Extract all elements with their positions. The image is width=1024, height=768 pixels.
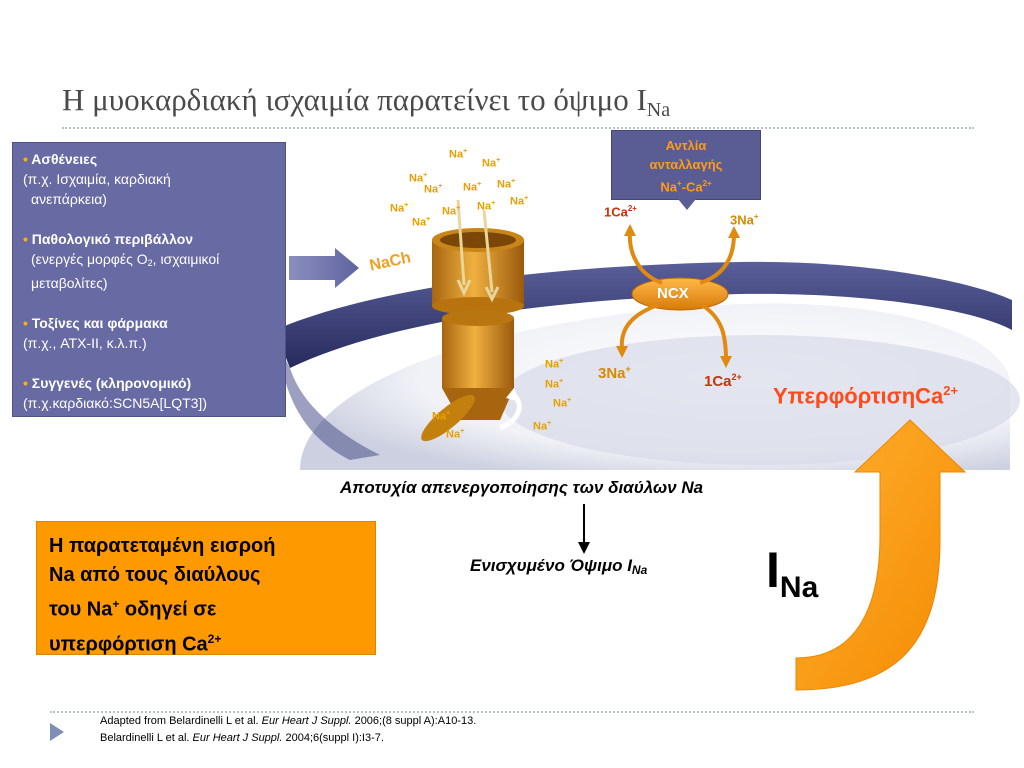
sodium-channel [421, 199, 524, 442]
na-ion: Na+ [432, 410, 451, 423]
na-out-label: 3Na+ [730, 212, 759, 228]
na-ion: Na+ [409, 172, 428, 185]
page-title: Η μυοκαρδιακή ισχαιμία παρατείνει το όψι… [62, 82, 671, 121]
na-ion: Na+ [545, 358, 564, 371]
cause-item-toxins: • Τοξίνες και φάρμακα (π.χ., ATX-II, κ.λ… [23, 315, 168, 351]
cause-item-environment: • Παθολογικό περιβάλλον (ενεργές μορφές … [23, 231, 220, 291]
cause-item-congenital: • Συγγενές (κληρονομικό) (π.χ.καρδιακό:S… [23, 375, 207, 411]
na-ion: Na+ [442, 205, 461, 218]
ncx-callout: Αντλία ανταλλαγής Na+-Ca2+ [611, 130, 761, 200]
reference-1: Adapted from Belardinelli L et al. Eur H… [100, 715, 477, 727]
cause-item-diseases: • Ασθένειες (π.χ. Ισχαιμία, καρδιακή ανε… [23, 151, 171, 207]
na-ion: Na+ [446, 428, 465, 441]
ncx-label: NCX [657, 285, 689, 302]
panel-arrow-icon [289, 248, 359, 288]
caption-inactivation-failure: Αποτυχία απενεργοποίησης των διαύλων Na [340, 478, 704, 497]
na-in-label: 3Na+ [598, 364, 631, 382]
summary-box: Η παρατεταμένη εισροή Na από τους διαύλο… [36, 521, 376, 655]
na-ion: Na+ [497, 178, 516, 191]
ncx-callout-pointer [678, 199, 696, 210]
title-divider [62, 127, 974, 129]
ncx-callout-line2: ανταλλαγής [649, 157, 723, 172]
ca-overload-label: ΥπερφόρτισηCa2+ [773, 383, 959, 409]
down-arrow-icon [578, 504, 590, 554]
large-upward-arrow [795, 419, 967, 691]
references: Adapted from Belardinelli L et al. Eur H… [100, 713, 476, 747]
footer-divider [50, 711, 974, 713]
na-ion: Na+ [390, 202, 409, 215]
na-ion: Na+ [412, 216, 431, 229]
ca-out-label: 1Ca2+ [604, 204, 637, 220]
na-ion: Na+ [545, 378, 564, 391]
na-ion: Na+ [477, 200, 496, 213]
na-ion: Na+ [482, 157, 501, 170]
ncx-callout-line3: Na+-Ca2+ [660, 179, 712, 195]
na-ion: Na+ [449, 148, 468, 161]
causes-panel: • Ασθένειες (π.χ. Ισχαιμία, καρδιακή ανε… [12, 142, 286, 417]
ncx-exchanger [616, 224, 740, 368]
play-triangle-icon [50, 723, 64, 741]
caption-enhanced-late-ina: Ενισχυμένο Όψιμο INa [470, 556, 648, 577]
na-ion: Na+ [424, 183, 443, 196]
ca-in-label: 1Ca2+ [704, 372, 742, 390]
na-ion: Na+ [463, 181, 482, 194]
na-ion: Na+ [510, 195, 529, 208]
ncx-callout-line1: Αντλία [665, 138, 707, 153]
na-ion: Na+ [533, 420, 552, 433]
reference-2: Belardinelli L et al. Eur Heart J Suppl.… [100, 732, 384, 744]
na-ion: Na+ [553, 397, 572, 410]
ina-large-label: INa [766, 542, 819, 604]
